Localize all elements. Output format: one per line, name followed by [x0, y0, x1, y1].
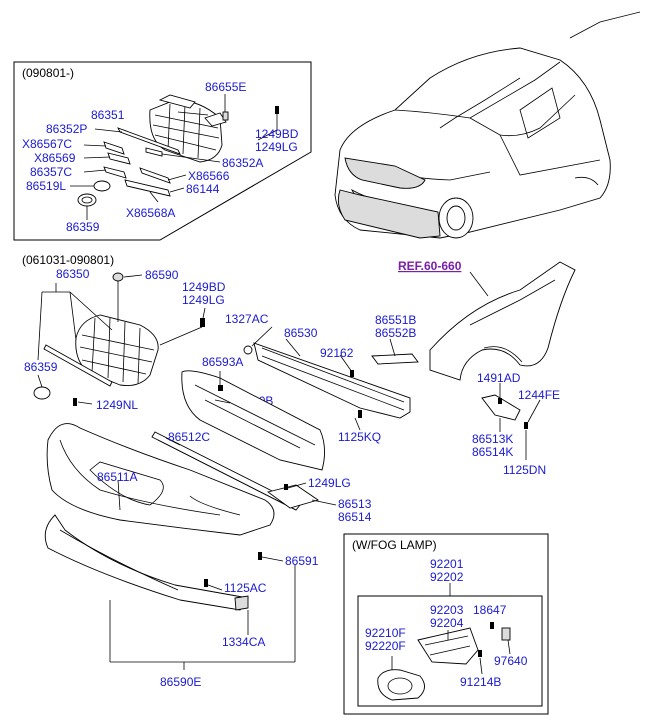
section-title-grille-old: (061031-090801) [22, 253, 114, 267]
bracket-side [481, 394, 521, 421]
label-92220F: 92220F [365, 639, 406, 653]
label-1249BD-b: 1249BD [182, 280, 226, 294]
bracket-upper [371, 353, 419, 365]
label-86514K: 86514K [472, 445, 513, 459]
label-18647: 18647 [473, 603, 507, 617]
label-86593A: 86593A [202, 355, 243, 369]
label-86590E: 86590E [160, 675, 201, 689]
label-86514: 86514 [338, 510, 372, 524]
label-92202: 92202 [430, 570, 464, 584]
label-86513: 86513 [338, 497, 372, 511]
car-illustration [334, 11, 641, 239]
label-86551B: 86551B [375, 313, 416, 327]
bumper-reinforcement [243, 326, 419, 431]
label-92204: 92204 [430, 616, 464, 630]
box-fog-lamp: (W/FOG LAMP) [343, 533, 549, 715]
label-86350: 86350 [56, 267, 90, 281]
label-86512C: 86512C [168, 430, 210, 444]
label-92203: 92203 [430, 603, 464, 617]
label-86359-b: 86359 [24, 360, 58, 374]
fender-reference: REF.60-660 [398, 259, 576, 460]
label-X86566: X86566 [188, 169, 230, 183]
label-1249LG: 1249LG [255, 140, 298, 154]
label-1125DN: 1125DN [503, 463, 546, 477]
label-86591: 86591 [285, 554, 319, 568]
label-86655E: 86655E [205, 80, 246, 94]
front-bumper-cover [46, 398, 337, 587]
reference-label: REF.60-660 [398, 259, 462, 273]
label-1334CA: 1334CA [222, 635, 265, 649]
label-1491AD: 1491AD [477, 371, 521, 385]
box-grille-new: (090801-) [13, 61, 312, 241]
energy-absorber [181, 370, 325, 471]
label-97640: 97640 [494, 654, 528, 668]
label-86359: 86359 [66, 220, 100, 234]
label-1249LG-b: 1249LG [182, 293, 225, 307]
box-title-grille-new: (090801-) [22, 66, 74, 80]
screw-icon [275, 106, 279, 114]
screw-fog-icon [490, 622, 494, 629]
screw-old-icon [200, 318, 205, 327]
nut-icon [243, 345, 253, 355]
bumper-lower-lip [44, 514, 296, 670]
label-92201: 92201 [430, 557, 464, 571]
label-86352A: 86352A [222, 156, 263, 170]
clip-old-icon [112, 272, 124, 282]
label-86351: 86351 [91, 108, 125, 122]
emblem-old-icon [33, 386, 51, 400]
label-X86568A: X86568A [126, 206, 175, 220]
label-86590: 86590 [145, 268, 179, 282]
label-86519L: 86519L [26, 179, 66, 193]
label-91214B: 91214B [460, 675, 501, 689]
fog-lamp [377, 669, 425, 701]
box-title-fog-lamp: (W/FOG LAMP) [352, 538, 437, 552]
label-86552B: 86552B [375, 326, 416, 340]
clip-1334CA-icon [234, 595, 249, 611]
clip-icon [222, 111, 229, 121]
radiator-grille-old [33, 272, 206, 400]
label-1125KQ: 1125KQ [338, 430, 381, 444]
label-1249NL: 1249NL [96, 398, 138, 412]
label-86530: 86530 [284, 326, 318, 340]
label-X86569: X86569 [34, 151, 76, 165]
label-1249LG-c: 1249LG [308, 476, 351, 490]
emblem-icon [93, 180, 111, 192]
label-92162: 92162 [320, 346, 354, 360]
label-1249BD: 1249BD [255, 127, 299, 141]
label-1327AC: 1327AC [225, 312, 269, 326]
label-86511A: 86511A [97, 470, 137, 484]
label-86352P: 86352P [46, 122, 87, 136]
label-86513K: 86513K [472, 432, 513, 446]
label-86144: 86144 [186, 182, 220, 196]
label-X86567C: X86567C [22, 137, 72, 151]
label-1244FE: 1244FE [518, 388, 560, 402]
label-86357C: 86357C [30, 165, 72, 179]
label-1125AC: 1125AC [224, 581, 267, 595]
label-92210F: 92210F [365, 626, 406, 640]
bulb-icon [501, 627, 511, 641]
